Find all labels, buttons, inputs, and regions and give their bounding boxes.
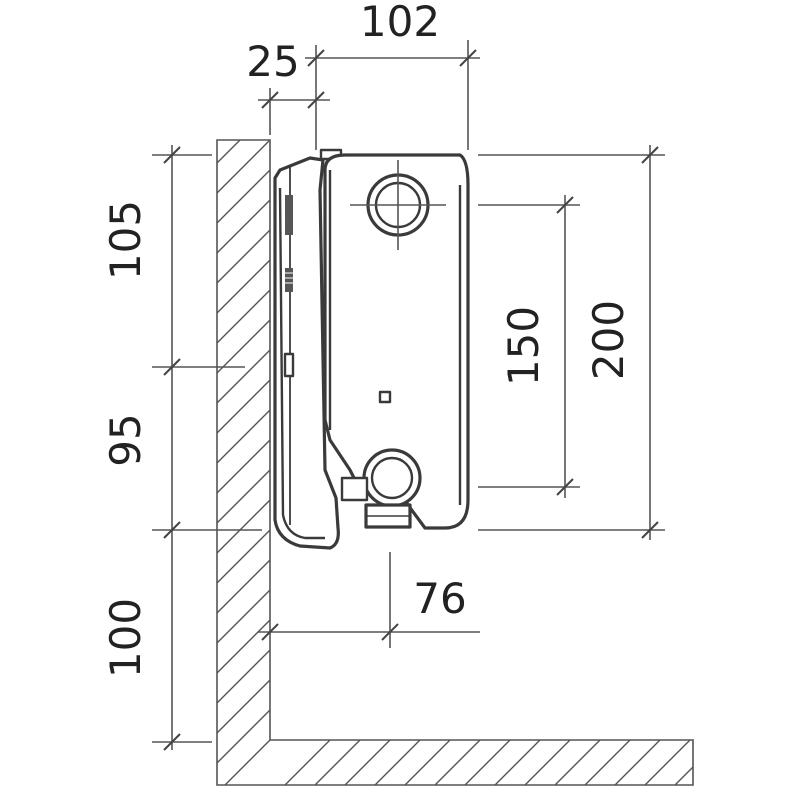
bracket-clip (285, 268, 293, 292)
label-floor-clearance: 100 (101, 598, 150, 678)
radiator-bracket (273, 148, 343, 550)
label-wall-gap: 25 (246, 37, 299, 86)
connection-centerlines (350, 160, 446, 250)
wall-outline (216, 139, 694, 786)
label-middle-height: 95 (101, 413, 150, 466)
bracket-slot (285, 195, 293, 235)
label-pipe-offset: 76 (413, 574, 466, 623)
dim-connection-spacing: 150 (478, 195, 580, 498)
label-connection-spacing: 150 (499, 306, 548, 386)
label-panel-height: 200 (584, 300, 633, 380)
vent-square (378, 390, 392, 404)
dim-left-stack: 105 95 100 (101, 145, 262, 751)
dim-pipe-offset: 76 (258, 552, 480, 648)
dim-wall-gap: 25 (246, 37, 330, 135)
label-upper-height: 105 (101, 200, 150, 280)
bracket-hole (283, 352, 295, 378)
valve-body (340, 476, 369, 502)
dim-panel-height: 200 (478, 145, 665, 540)
dim-top-depth: 102 (305, 0, 480, 150)
radiator-body (323, 153, 470, 530)
lower-connection-inner (370, 456, 414, 500)
label-top-depth: 102 (360, 0, 440, 46)
